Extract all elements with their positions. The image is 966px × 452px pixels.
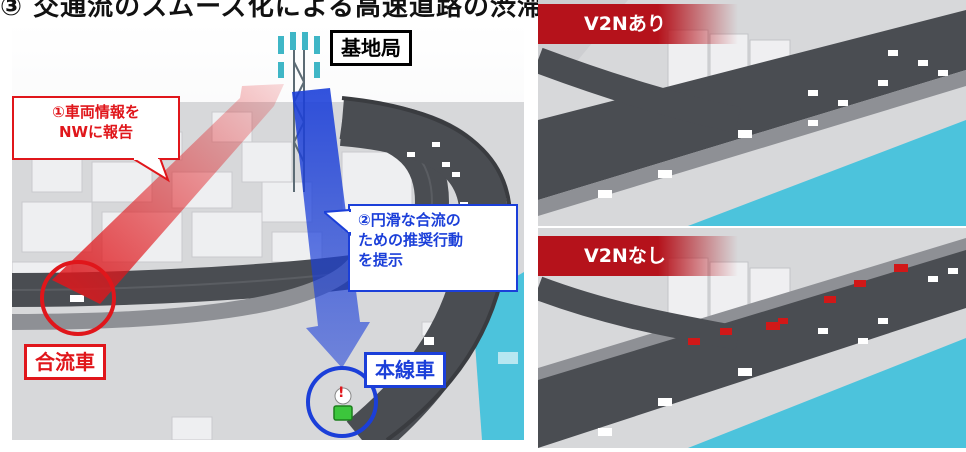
vehicle-info-callout: ①車両情報を NWに報告: [12, 96, 180, 160]
v2n-disabled-panel: V2Nなし: [538, 228, 966, 448]
merging-car-label: 合流車: [24, 344, 106, 380]
callout-tail-blue: [324, 208, 352, 237]
warning-icon: !: [338, 385, 345, 401]
base-station-label: 基地局: [330, 30, 412, 66]
v2n-enabled-banner: V2Nあり: [538, 4, 738, 44]
recommendation-callout: ②円滑な合流の ための推奨行動 を提示: [348, 204, 518, 292]
mainline-car-label: 本線車: [364, 352, 446, 388]
v2n-enabled-panel: V2Nあり: [538, 0, 966, 226]
v2n-disabled-scene: [538, 228, 966, 448]
page-title: ③ 交通流のスムーズ化による高速道路の渋滞緩和の可視化: [0, 0, 706, 22]
callout-tail-red: [132, 158, 170, 183]
v2n-disabled-banner: V2Nなし: [538, 236, 738, 276]
left-scene-panel: ! 基地局 ①車両情報を NWに報告 ②円滑な合流の ための推奨行動 を提示 合…: [12, 22, 524, 440]
